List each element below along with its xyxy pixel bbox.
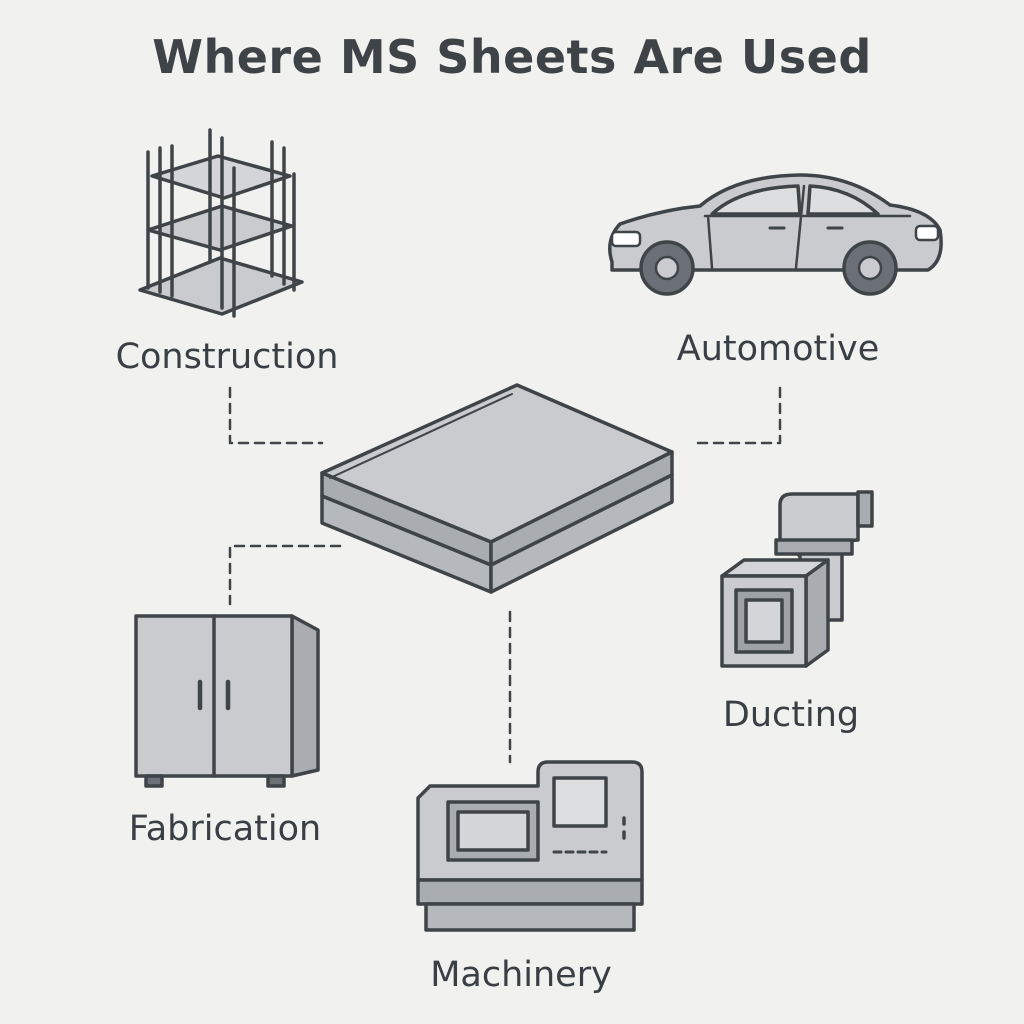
label-automotive: Automotive [676, 329, 880, 369]
label-fabrication: Fabrication [128, 809, 322, 849]
rebar-cage-icon [138, 128, 304, 318]
connector-construction [228, 386, 324, 445]
label-construction: Construction [115, 337, 339, 377]
cnc-machine-icon [416, 760, 644, 932]
diagram-title: Where MS Sheets Are Used [152, 30, 872, 84]
connector-automotive [696, 386, 782, 445]
metal-sheet-stack-icon [320, 383, 674, 594]
car-icon [608, 173, 943, 296]
label-ducting: Ducting [722, 695, 860, 735]
cabinet-icon [134, 614, 320, 788]
connector-fabrication [228, 544, 342, 606]
duct-icon [720, 490, 874, 668]
label-machinery: Machinery [430, 955, 612, 995]
